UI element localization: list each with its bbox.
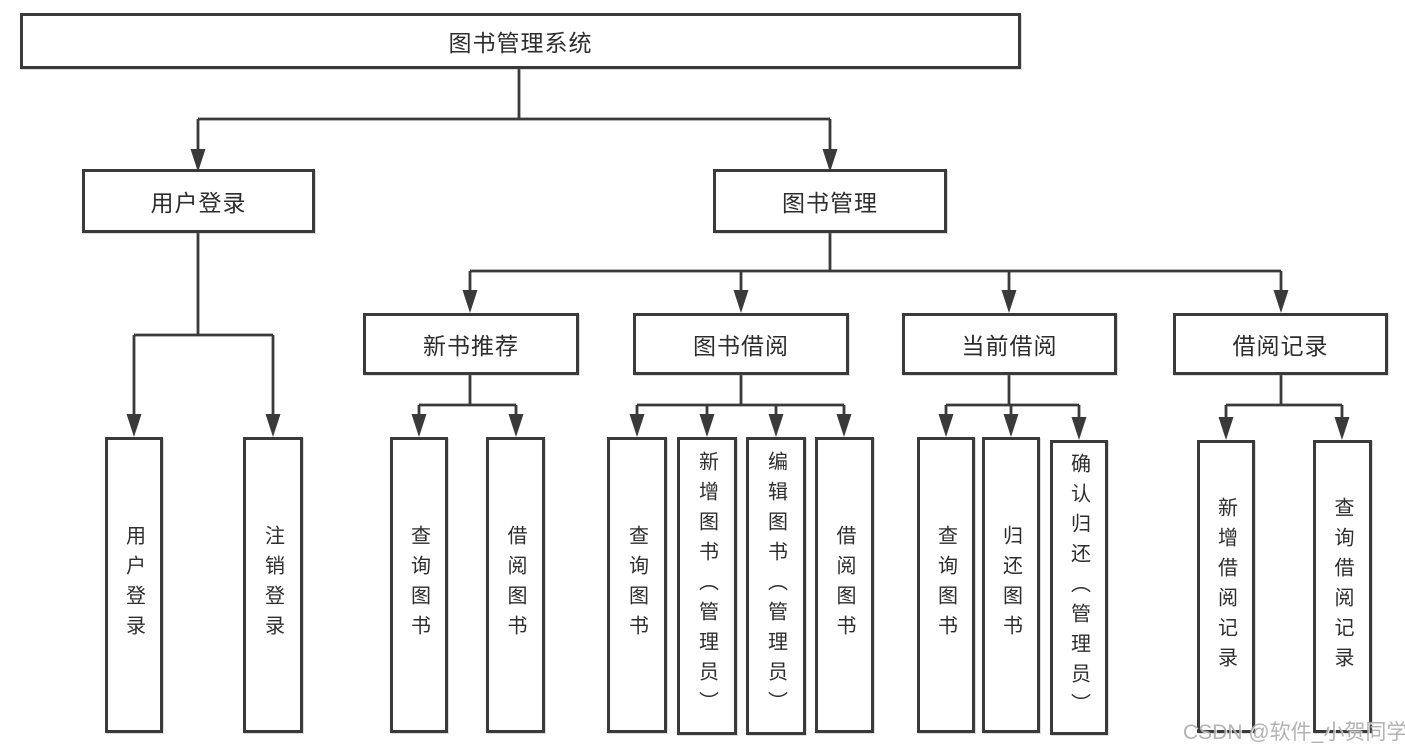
leaf-return-book-label: 归还图书: [999, 525, 1022, 645]
node-user-login-label: 用户登录: [150, 190, 247, 216]
leaf-add-borrow-record-label: 新增借阅记录: [1214, 496, 1237, 677]
connector-book-mgmt-children: [462, 233, 1289, 313]
arrowhead: [265, 414, 281, 437]
arrowhead: [462, 290, 478, 313]
arrowhead: [411, 414, 427, 437]
connector-current-borrow-children: [938, 375, 1087, 440]
leaf-logout-label: 注销登录: [261, 525, 284, 645]
arrowhead: [508, 414, 524, 437]
arrowhead: [699, 414, 715, 437]
leaf-query-borrow-record: 查询借阅记录: [1313, 440, 1372, 733]
arrowhead: [190, 149, 206, 172]
leaf-user-login: 用户登录: [105, 437, 163, 733]
arrowhead: [1334, 417, 1350, 440]
arrowhead: [768, 414, 784, 437]
arrowhead: [822, 149, 838, 172]
leaf-logout: 注销登录: [243, 437, 303, 733]
arrowhead: [1218, 417, 1234, 440]
leaf-query-books-borrow-label: 查询图书: [625, 525, 648, 645]
leaf-add-book-admin: 新增图书（管理员）: [677, 437, 737, 735]
node-book-management: 图书管理: [713, 169, 947, 233]
leaf-borrow-books-recommend: 借阅图书: [486, 437, 545, 733]
leaf-confirm-return-admin-label: 确认归还（管理员）: [1067, 452, 1090, 723]
node-new-book-recommend: 新书推荐: [363, 313, 579, 375]
arrowhead: [629, 414, 645, 437]
leaf-edit-book-admin: 编辑图书（管理员）: [746, 437, 806, 735]
connector-user-login-children: [126, 233, 281, 437]
arrowhead: [1273, 290, 1289, 313]
arrowhead: [733, 290, 749, 313]
node-book-management-label: 图书管理: [782, 190, 878, 216]
leaf-borrow-books: 借阅图书: [815, 437, 874, 733]
node-root: 图书管理系统: [20, 13, 1021, 69]
leaf-add-borrow-record: 新增借阅记录: [1197, 440, 1255, 733]
leaf-query-books-borrow: 查询图书: [607, 437, 667, 733]
node-book-borrow: 图书借阅: [633, 313, 849, 375]
leaf-confirm-return-admin: 确认归还（管理员）: [1050, 440, 1108, 735]
csdn-watermark: CSDN @软件_小贺同学: [1183, 721, 1405, 744]
leaf-query-books-current: 查询图书: [917, 437, 975, 733]
leaf-user-login-label: 用户登录: [122, 525, 145, 645]
node-new-book-recommend-label: 新书推荐: [423, 333, 519, 359]
leaf-query-books-recommend: 查询图书: [390, 437, 448, 733]
connector-book-borrow-children: [629, 375, 852, 437]
node-current-borrow: 当前借阅: [902, 313, 1117, 375]
node-borrow-records-label: 借阅记录: [1232, 333, 1329, 359]
leaf-add-book-admin-label: 新增图书（管理员）: [695, 451, 718, 721]
connector-new-books-children: [411, 375, 524, 437]
node-user-login: 用户登录: [82, 169, 315, 233]
node-book-borrow-label: 图书借阅: [693, 333, 789, 359]
arrowhead: [126, 414, 142, 437]
leaf-edit-book-admin-label: 编辑图书（管理员）: [764, 451, 787, 721]
connector-borrow-records-children: [1218, 375, 1350, 440]
arrowhead: [1001, 290, 1017, 313]
arrowhead: [1071, 417, 1087, 440]
node-borrow-records: 借阅记录: [1173, 313, 1388, 375]
leaf-query-books-current-label: 查询图书: [934, 525, 957, 645]
leaf-query-borrow-record-label: 查询借阅记录: [1331, 496, 1353, 677]
leaf-query-books-recommend-label: 查询图书: [407, 525, 430, 645]
leaf-borrow-books-recommend-label: 借阅图书: [504, 525, 526, 645]
leaf-return-book: 归还图书: [982, 437, 1040, 733]
connector-root-to-level2: [190, 68, 838, 172]
arrowhead: [836, 414, 852, 437]
node-current-borrow-label: 当前借阅: [961, 333, 1058, 359]
arrowhead: [1003, 414, 1019, 437]
arrowhead: [938, 414, 954, 437]
node-root-label: 图书管理系统: [448, 30, 593, 56]
leaf-borrow-books-label: 借阅图书: [833, 525, 855, 645]
